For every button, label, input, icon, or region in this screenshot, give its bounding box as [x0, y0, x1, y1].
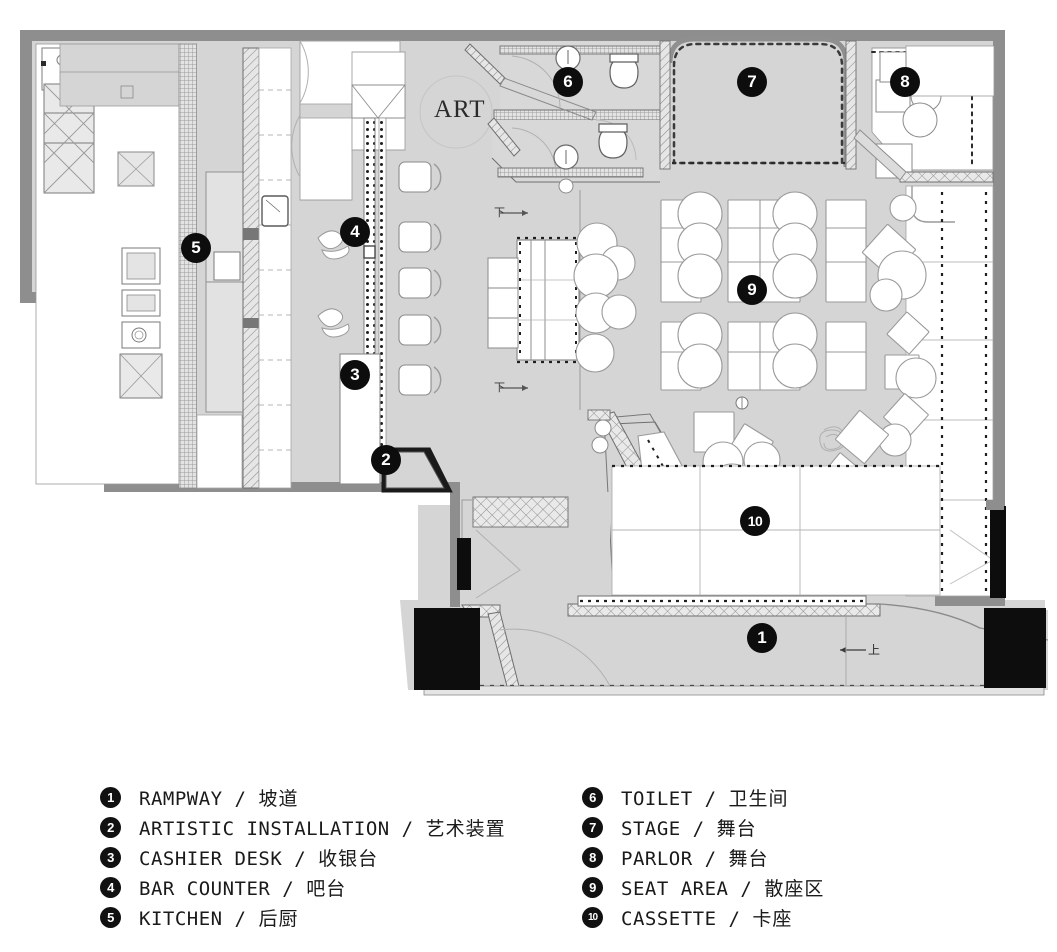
- svg-text:上: 上: [868, 643, 880, 657]
- art-decor-label: ART: [434, 96, 486, 123]
- legend-item-cashier-desk[interactable]: 3 CASHIER DESK / 收银台: [100, 842, 570, 872]
- legend-sep-2: /: [401, 817, 414, 840]
- stage-area: [659, 36, 857, 170]
- plan-svg: 下 下: [20, 30, 1049, 696]
- legend-label-bar-counter: BAR COUNTER / 吧台: [139, 874, 346, 901]
- legend-marker-1: 1: [100, 786, 121, 808]
- legend-column-left: 1 RAMPWAY / 坡道 2 ARTISTIC INSTALLATION /…: [100, 782, 570, 952]
- legend-zh-1: 坡道: [258, 787, 299, 810]
- svg-text:下: 下: [494, 381, 505, 394]
- service-core: 下 下: [487, 206, 749, 410]
- plan-marker-seat-area[interactable]: 9: [737, 275, 767, 305]
- legend-item-kitchen[interactable]: 5 KITCHEN / 后厨: [100, 902, 570, 932]
- legend-item-parlor[interactable]: 8 PARLOR / 舞台: [582, 842, 1042, 872]
- legend-marker-5: 5: [100, 906, 121, 928]
- legend-sep-3: /: [294, 847, 307, 870]
- legend-sep-5: /: [234, 907, 247, 930]
- legend-label-parlor: PARLOR / 舞台: [621, 844, 769, 871]
- legend-marker-10: 10: [582, 906, 603, 928]
- legend-zh-2: 艺术装置: [425, 817, 506, 840]
- legend-marker-8: 8: [582, 846, 603, 868]
- plan-marker-toilet[interactable]: 6: [553, 67, 583, 97]
- legend-en-10: CASSETTE: [621, 907, 717, 930]
- legend-zh-3: 收银台: [318, 847, 379, 870]
- legend-en-5: KITCHEN: [139, 907, 223, 930]
- legend-marker-7: 7: [582, 816, 603, 838]
- plan-marker-rampway[interactable]: 1: [747, 623, 777, 653]
- stair-direction-down-1: 下: [494, 206, 528, 219]
- legend-en-4: BAR COUNTER: [139, 877, 271, 900]
- lower-corridor: [611, 464, 941, 596]
- seat-area-furniture: [573, 191, 937, 457]
- legend-marker-6: 6: [582, 786, 603, 808]
- legend-item-bar-counter[interactable]: 4 BAR COUNTER / 吧台: [100, 872, 570, 902]
- plan-marker-parlor[interactable]: 8: [890, 67, 920, 97]
- floor-plan-drawing: 下 下: [20, 30, 1049, 696]
- stair-direction-down-2: 下: [494, 381, 528, 394]
- legend-sep-10: /: [728, 907, 741, 930]
- stair-direction-up-1: 上: [840, 643, 880, 657]
- legend-zh-9: 散座区: [764, 877, 825, 900]
- legend-item-toilet[interactable]: 6 TOILET / 卫生间: [582, 782, 1042, 812]
- legend-en-8: PARLOR: [621, 847, 693, 870]
- legend-sep-7: /: [692, 817, 705, 840]
- misc-fixtures: [120, 85, 134, 99]
- legend: 1 RAMPWAY / 坡道 2 ARTISTIC INSTALLATION /…: [0, 782, 1057, 952]
- legend-label-cassette: CASSETTE / 卡座: [621, 904, 792, 931]
- legend-zh-5: 后厨: [258, 907, 299, 930]
- legend-column-right: 6 TOILET / 卫生间 7 STAGE / 舞台 8 PARLOR: [582, 782, 1042, 952]
- legend-en-6: TOILET: [621, 787, 693, 810]
- legend-label-toilet: TOILET / 卫生间: [621, 784, 789, 811]
- legend-zh-7: 舞台: [716, 817, 757, 840]
- art-circle-decor: [419, 75, 493, 149]
- svg-text:下: 下: [494, 206, 505, 219]
- rampway-entrance: 上: [412, 500, 1049, 696]
- legend-label-seat-area: SEAT AREA / 散座区: [621, 874, 824, 901]
- legend-label-kitchen: KITCHEN / 后厨: [139, 904, 298, 931]
- legend-en-7: STAGE: [621, 817, 681, 840]
- legend-item-seat-area[interactable]: 9 SEAT AREA / 散座区: [582, 872, 1042, 902]
- legend-zh-4: 吧台: [306, 877, 347, 900]
- hatched-divider-wall: [242, 47, 260, 489]
- plan-marker-kitchen[interactable]: 5: [181, 233, 211, 263]
- legend-label-cashier-desk: CASHIER DESK / 收银台: [139, 844, 378, 871]
- legend-sep-1: /: [234, 787, 247, 810]
- legend-label-artistic-installation: ARTISTIC INSTALLATION / 艺术装置: [139, 814, 506, 841]
- legend-label-stage: STAGE / 舞台: [621, 814, 757, 841]
- plan-marker-cassette[interactable]: 10: [740, 506, 770, 536]
- legend-marker-3: 3: [100, 846, 121, 868]
- kitchen-area: [35, 43, 249, 489]
- legend-item-rampway[interactable]: 1 RAMPWAY / 坡道: [100, 782, 570, 812]
- legend-item-cassette[interactable]: 10 CASSETTE / 卡座: [582, 902, 1042, 932]
- service-strip: [258, 47, 292, 489]
- legend-en-9: SEAT AREA: [621, 877, 729, 900]
- legend-marker-2: 2: [100, 816, 121, 838]
- legend-zh-8: 舞台: [728, 847, 769, 870]
- toilet-area: [464, 41, 661, 194]
- plan-marker-stage[interactable]: 7: [737, 67, 767, 97]
- legend-en-1: RAMPWAY: [139, 787, 223, 810]
- legend-sep-9: /: [740, 877, 753, 900]
- legend-marker-4: 4: [100, 876, 121, 898]
- plan-marker-bar-counter[interactable]: 4: [340, 217, 370, 247]
- legend-label-rampway: RAMPWAY / 坡道: [139, 784, 298, 811]
- plan-marker-artistic-installation[interactable]: 2: [371, 445, 401, 475]
- legend-sep-8: /: [704, 847, 717, 870]
- legend-zh-10: 卡座: [752, 907, 793, 930]
- legend-zh-6: 卫生间: [728, 787, 789, 810]
- legend-marker-9: 9: [582, 876, 603, 898]
- back-service-room: [457, 492, 610, 602]
- legend-sep-6: /: [704, 787, 717, 810]
- legend-sep-4: /: [282, 877, 295, 900]
- legend-en-2: ARTISTIC INSTALLATION: [139, 817, 390, 840]
- legend-item-artistic-installation[interactable]: 2 ARTISTIC INSTALLATION / 艺术装置: [100, 812, 570, 842]
- plan-marker-cashier-desk[interactable]: 3: [340, 360, 370, 390]
- legend-en-3: CASHIER DESK: [139, 847, 283, 870]
- legend-item-stage[interactable]: 7 STAGE / 舞台: [582, 812, 1042, 842]
